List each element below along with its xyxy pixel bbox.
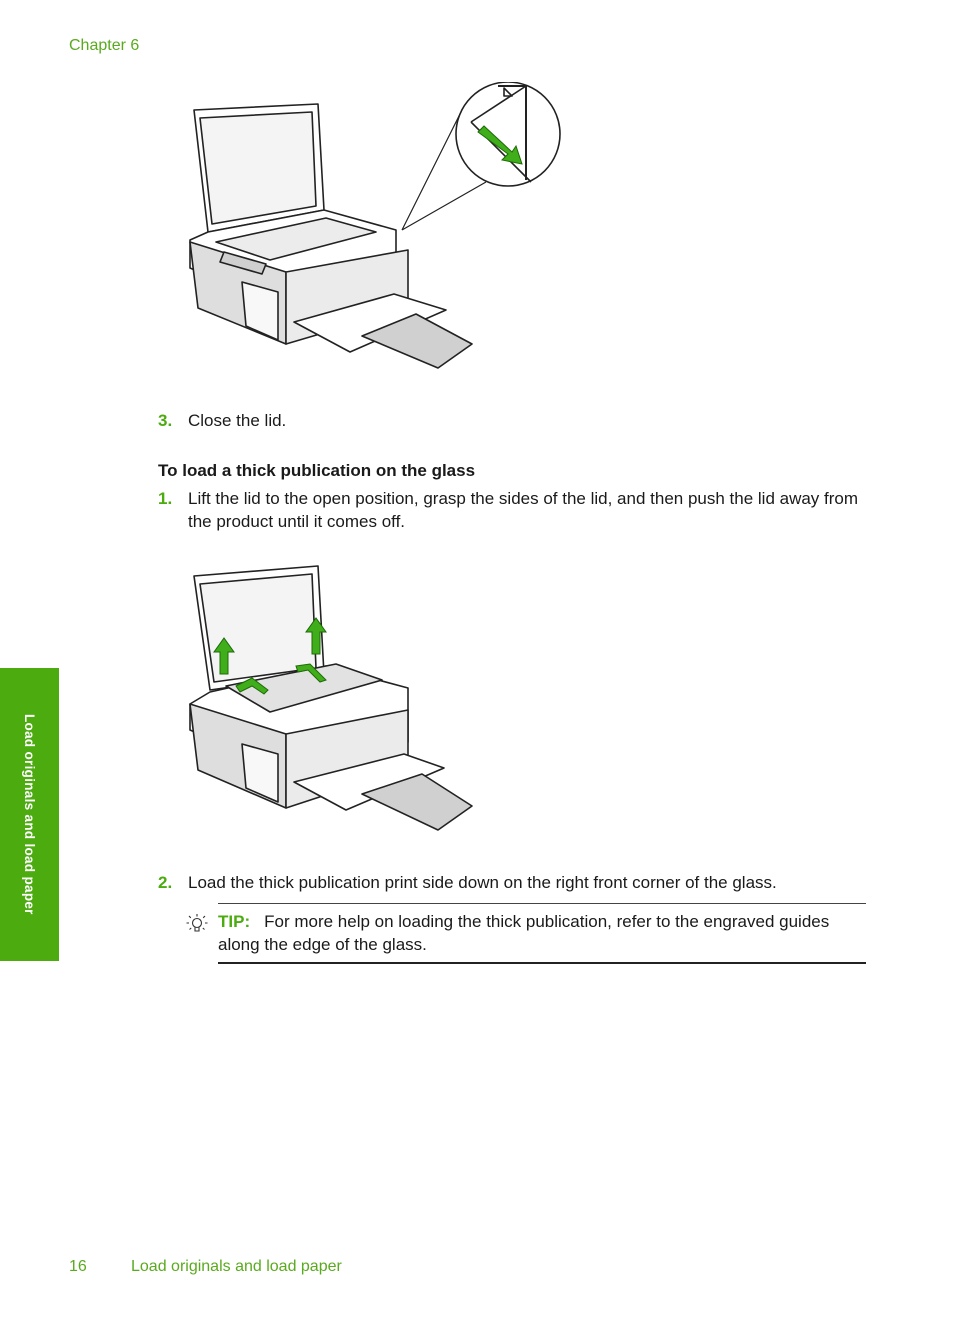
page-number: 16: [69, 1258, 87, 1275]
lightbulb-icon: [186, 914, 208, 932]
footer-title: Load originals and load paper: [131, 1258, 342, 1275]
tip-text: For more help on loading the thick publi…: [218, 912, 830, 954]
step-number: 1.: [158, 489, 173, 508]
tip-box: TIP:For more help on loading the thick p…: [218, 903, 866, 964]
step-text: Close the lid.: [188, 411, 287, 430]
tip-label: TIP:: [218, 912, 251, 931]
step-text: Load the thick publication print side do…: [188, 873, 777, 892]
step-text: Lift the lid to the open position, grasp…: [188, 489, 859, 531]
step-number: 3.: [158, 411, 173, 430]
side-tab-label: Load originals and load paper: [22, 714, 37, 915]
printer-lid-open-figure: [189, 82, 561, 369]
section-heading: To load a thick publication on the glass: [158, 461, 476, 480]
step-number: 2.: [158, 873, 173, 892]
printer-lid-removal-figure: [189, 565, 473, 831]
side-tab: Load originals and load paper: [0, 668, 59, 961]
chapter-label: Chapter 6: [69, 37, 140, 54]
